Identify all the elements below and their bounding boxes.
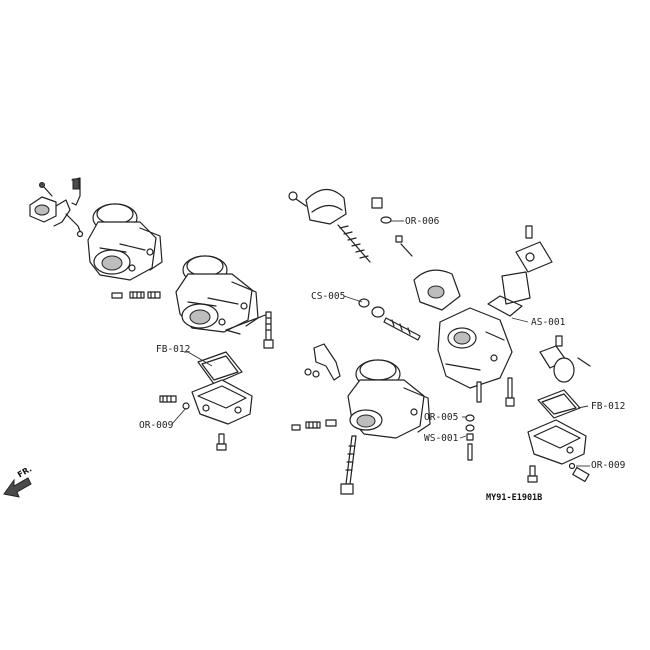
cable-holder-parts bbox=[371, 197, 413, 257]
choke-parts bbox=[539, 335, 591, 383]
long-adjust-screw bbox=[340, 435, 357, 495]
part-labels: OR-006 CS-005 AS-001 FB-012 FB-012 OR-00… bbox=[139, 216, 626, 471]
throttle-link bbox=[304, 343, 341, 381]
left-carburetor-upper bbox=[29, 177, 274, 451]
front-label: FR. bbox=[16, 464, 33, 479]
top-cap-and-spring bbox=[288, 188, 371, 263]
left-float-bowl bbox=[159, 351, 253, 451]
label-or-009-right: OR-009 bbox=[591, 460, 626, 471]
air-cutoff-valve bbox=[487, 225, 553, 317]
left-drain-screw bbox=[263, 311, 274, 349]
label-or-009-left: OR-009 bbox=[139, 420, 174, 431]
diagram-code: MY91-E1901B bbox=[486, 493, 542, 503]
carburetor-body-lower bbox=[291, 359, 431, 439]
leader-lines bbox=[171, 220, 590, 467]
label-cs-005: CS-005 bbox=[311, 291, 345, 302]
front-direction-marker: FR. bbox=[3, 464, 33, 498]
vacuum-piston bbox=[413, 269, 461, 311]
right-carburetor-assembly bbox=[288, 188, 591, 495]
needle-jets bbox=[358, 298, 421, 341]
seal-parts bbox=[465, 414, 475, 461]
right-float-bowl bbox=[527, 389, 590, 483]
front-arrow-icon bbox=[3, 477, 32, 498]
label-as-001: AS-001 bbox=[531, 317, 566, 328]
throttle-bracket-parts bbox=[29, 177, 84, 238]
label-ws-001: WS-001 bbox=[424, 433, 459, 444]
label-or-006: OR-006 bbox=[405, 216, 440, 227]
label-fb-012-right: FB-012 bbox=[591, 401, 625, 412]
label-fb-012-left: FB-012 bbox=[156, 344, 190, 355]
carburetor-body-front-left bbox=[87, 203, 163, 281]
label-or-005: OR-005 bbox=[424, 412, 458, 423]
carburetor-body-rear-left bbox=[175, 255, 269, 335]
carburetor-body-right bbox=[437, 307, 515, 407]
left-jet-screws bbox=[111, 291, 161, 299]
